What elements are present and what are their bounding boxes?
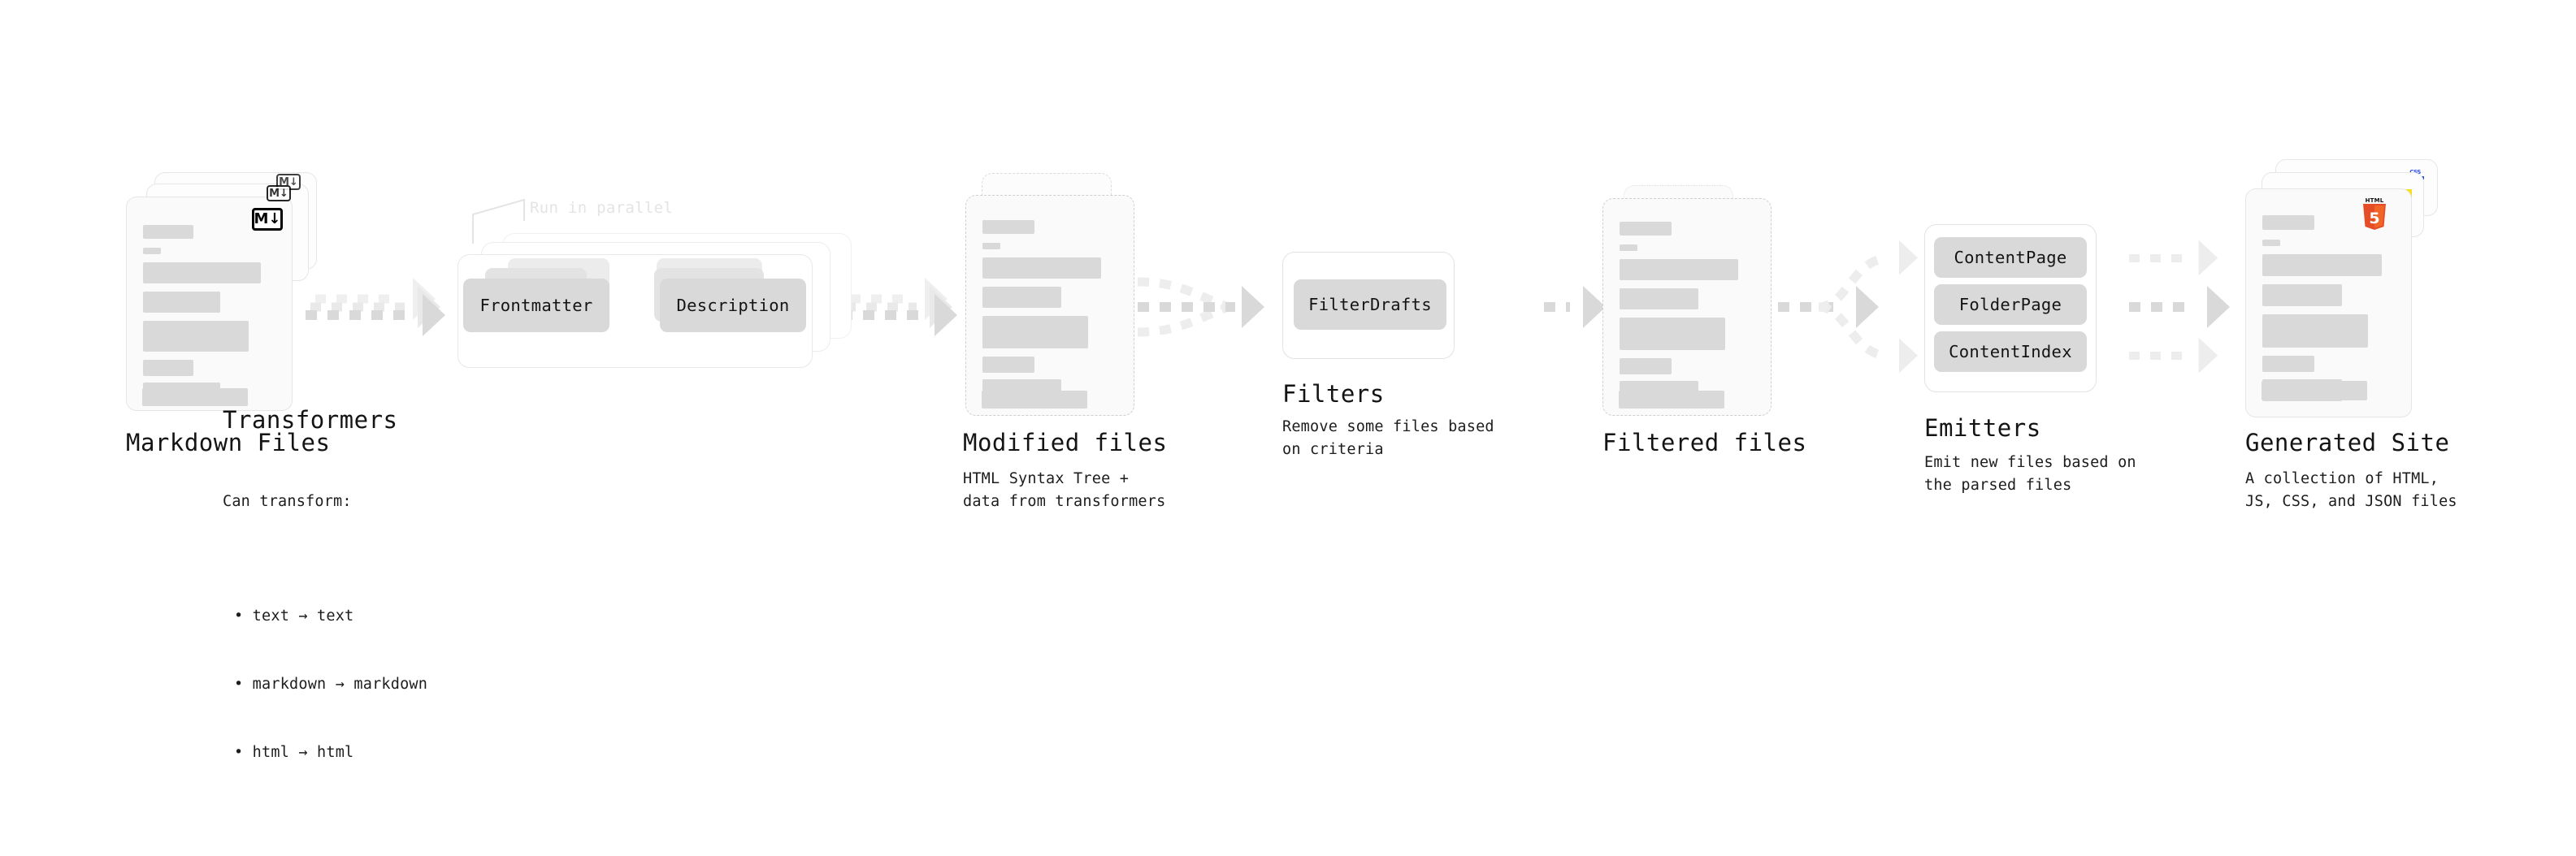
skeleton-line: [143, 292, 220, 313]
generated-file-html: [2245, 188, 2412, 417]
bullet-item: • text → text: [234, 607, 354, 625]
skeleton-line: [982, 316, 1088, 348]
skeleton-line: [1619, 391, 1724, 409]
stage-desc-emitters: Emit new files based on the parsed files: [1924, 454, 2136, 495]
skeleton-line: [982, 257, 1101, 279]
skeleton-line: [1620, 318, 1725, 350]
chip-label: FilterDrafts: [1308, 295, 1432, 314]
skeleton-line: [982, 243, 1000, 249]
emitter-chip-folderpage[interactable]: FolderPage: [1934, 284, 2087, 325]
bullet-item: • markdown → markdown: [234, 676, 428, 694]
markdown-file-front: [126, 197, 293, 411]
chip-label: FolderPage: [1958, 295, 2062, 314]
transformer-chip-frontmatter[interactable]: Frontmatter: [463, 279, 609, 332]
skeleton-line: [1620, 222, 1672, 236]
arrow-filters-to-filtered: [1544, 286, 1606, 328]
arrow-filtered-to-emitters: [1778, 240, 1918, 374]
stage-title-filtered-files: Filtered files: [1602, 429, 1807, 456]
pipeline-diagram: M↓ M↓ M↓ Markdown Files Frontmatter Desc…: [126, 159, 2457, 761]
skeleton-line: [143, 262, 261, 283]
stage-title-generated-site: Generated Site: [2245, 429, 2450, 456]
skeleton-line: [982, 220, 1034, 234]
chip-label: Description: [676, 296, 790, 315]
stage-desc-filters: Remove some files based on criteria: [1282, 418, 1494, 459]
arrow-markdown-to-transformers: [306, 278, 445, 336]
skeleton-line: [1620, 244, 1637, 251]
svg-text:5: 5: [2369, 210, 2379, 227]
modified-file-front: [965, 195, 1134, 416]
skeleton-line: [2262, 356, 2314, 372]
skeleton-line: [143, 360, 193, 376]
skeleton-line: [1620, 288, 1698, 309]
skeleton-line: [2262, 254, 2382, 276]
skeleton-line: [1620, 259, 1738, 280]
stage-title-markdown-files: Markdown Files: [126, 429, 331, 456]
arrow-modified-to-filters: [1137, 277, 1264, 337]
run-in-parallel-label: Run in parallel: [530, 199, 674, 217]
skeleton-line: [143, 248, 161, 254]
html5-shield: 5: [2363, 204, 2386, 230]
transformers-bullets: • text → text • markdown → markdown • ht…: [223, 560, 427, 811]
stage-title-modified-files: Modified files: [963, 429, 1168, 456]
skeleton-line: [2262, 284, 2342, 306]
stage-desc-modified-files: HTML Syntax Tree + data from transformer…: [963, 470, 1166, 511]
skeleton-line: [2262, 381, 2367, 400]
stage-title-emitters: Emitters: [1924, 414, 2041, 442]
skeleton-line: [1620, 358, 1672, 374]
markdown-icon: M↓: [252, 208, 283, 231]
markdown-icon-label: M↓: [254, 210, 281, 227]
skeleton-line: [142, 388, 248, 406]
markdown-icon-ghost: M↓: [267, 185, 291, 201]
filtered-file-front: [1602, 198, 1772, 416]
bullet-item: • html → html: [234, 744, 354, 762]
skeleton-line: [2262, 240, 2280, 246]
filter-chip-filterdrafts[interactable]: FilterDrafts: [1294, 279, 1446, 330]
skeleton-line: [2262, 215, 2314, 230]
skeleton-line: [143, 321, 249, 352]
stage-desc-generated-site: A collection of HTML, JS, CSS, and JSON …: [2245, 470, 2457, 511]
html5-icon: HTML 5: [2361, 197, 2388, 231]
skeleton-line: [982, 357, 1034, 373]
transformers-desc-heading: Can transform:: [223, 493, 352, 511]
emitter-chip-contentindex[interactable]: ContentIndex: [1934, 331, 2087, 372]
chip-label: Frontmatter: [479, 296, 593, 315]
chip-label: ContentIndex: [1949, 342, 2072, 361]
skeleton-line: [143, 225, 193, 239]
stage-title-transformers: Transformers: [223, 406, 398, 434]
skeleton-line: [2262, 314, 2368, 348]
emitter-chip-contentpage[interactable]: ContentPage: [1934, 237, 2087, 278]
chip-label: ContentPage: [1954, 248, 2067, 267]
transformer-chip-description[interactable]: Description: [660, 279, 806, 332]
skeleton-line: [982, 391, 1087, 409]
stage-desc-transformers: Can transform: • text → text • markdown …: [223, 445, 427, 856]
arrow-emitters-to-site: [2129, 240, 2230, 374]
stage-title-filters: Filters: [1282, 380, 1385, 408]
skeleton-line: [982, 287, 1061, 308]
